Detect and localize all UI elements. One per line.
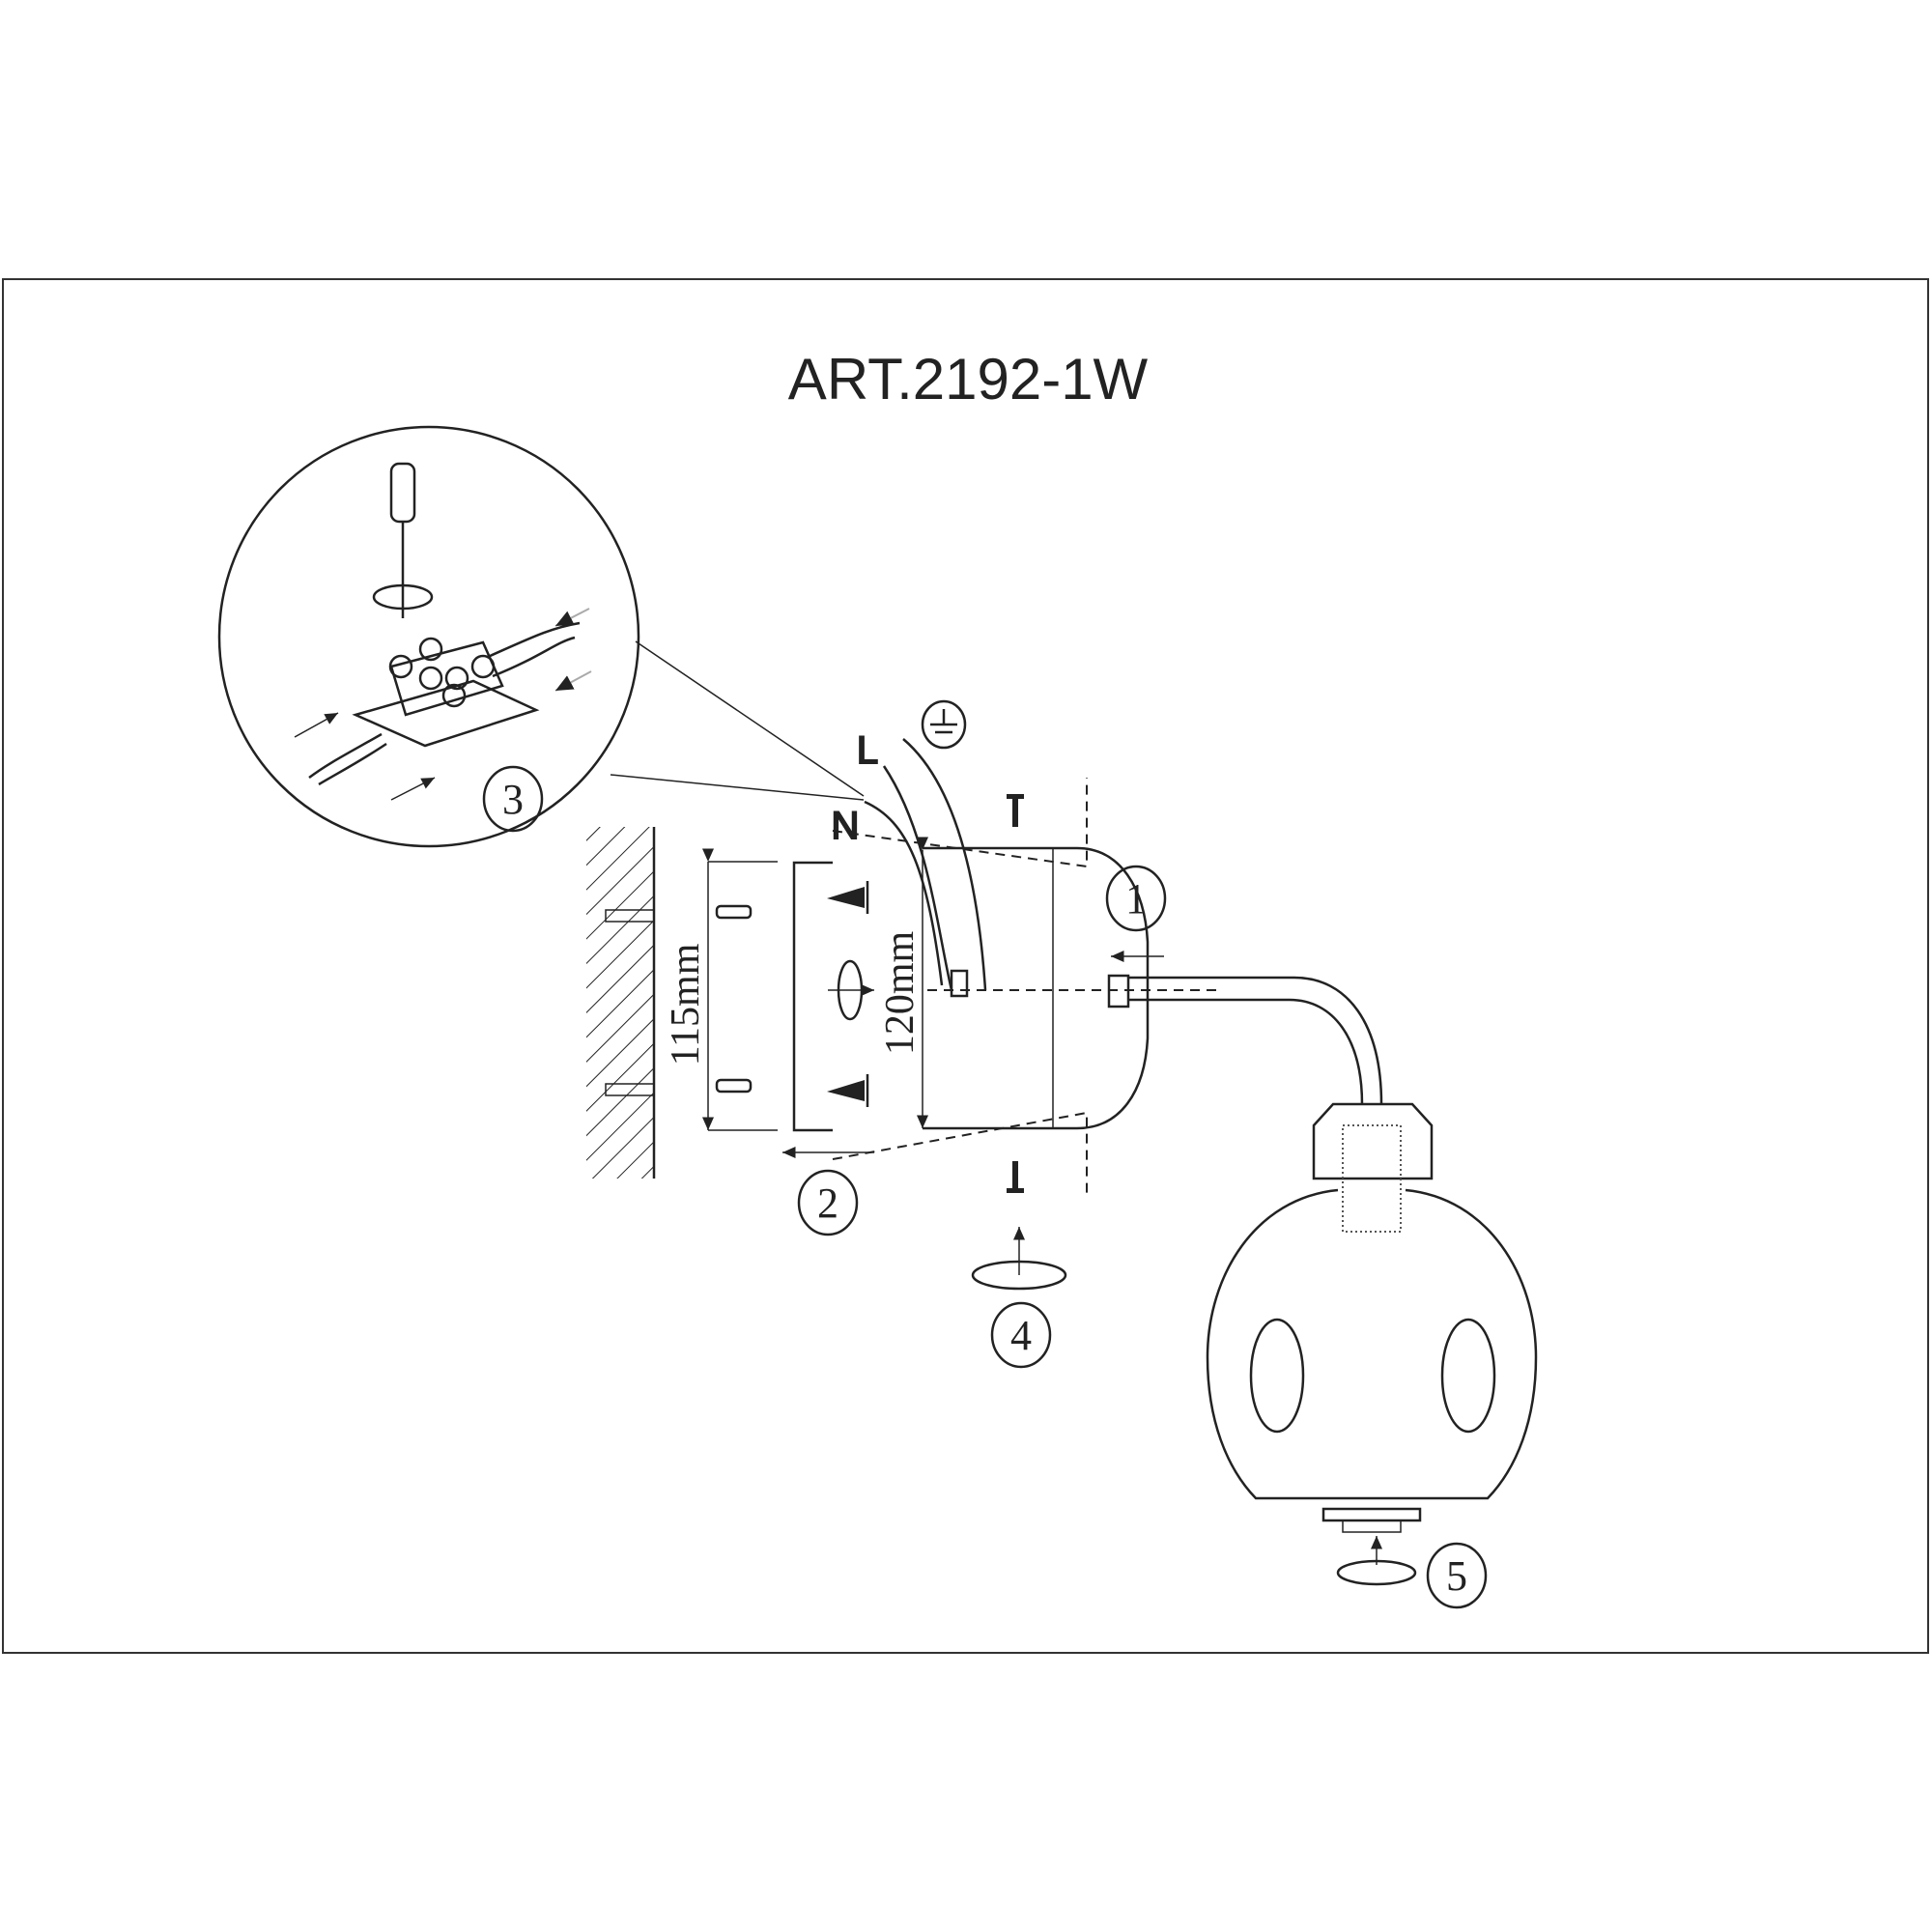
terminal-block xyxy=(352,637,540,748)
rotate-icon xyxy=(971,1260,1067,1291)
rotate-icon xyxy=(372,583,434,611)
shade-opening xyxy=(1249,1318,1305,1434)
screw-icon xyxy=(827,881,869,1107)
wall-plug-icon xyxy=(715,1078,753,1094)
screw-icon xyxy=(1007,794,1024,1193)
dimension-115mm: 115mm xyxy=(664,943,708,1065)
terminal-block-detail xyxy=(217,425,865,848)
rotate-icon xyxy=(1336,1559,1417,1586)
page-title: ART.2192-1W xyxy=(788,347,1149,412)
neutral-wire-label: N xyxy=(832,805,860,847)
finial xyxy=(1321,1507,1422,1522)
step-5-badge: 5 xyxy=(1426,1542,1488,1609)
shade-opening xyxy=(1440,1318,1496,1434)
step-1-badge: 1 xyxy=(1105,865,1167,932)
drawing-frame xyxy=(2,278,1929,1654)
screwdriver-icon xyxy=(389,462,416,618)
arm-nut xyxy=(1107,974,1130,1009)
live-wire-label: L xyxy=(857,729,878,772)
mounting-bracket xyxy=(792,861,833,1132)
step-4-badge: 4 xyxy=(990,1301,1052,1369)
svg-text:2: 2 xyxy=(817,1179,838,1227)
svg-text:4: 4 xyxy=(1010,1312,1032,1359)
lamp-arm xyxy=(1128,976,1383,1105)
wall-plug-icon xyxy=(715,904,753,920)
glass-shade xyxy=(1206,1188,1538,1500)
step-2-badge: 2 xyxy=(797,1169,859,1236)
wall xyxy=(586,827,656,1179)
svg-text:5: 5 xyxy=(1446,1552,1467,1600)
step-3-badge: 3 xyxy=(482,765,544,833)
lamp-holder xyxy=(1312,1102,1434,1180)
canopy xyxy=(923,846,1150,1130)
dimension-120mm: 120mm xyxy=(878,931,923,1056)
svg-text:1: 1 xyxy=(1125,875,1147,923)
ground-icon xyxy=(921,699,967,750)
svg-text:3: 3 xyxy=(502,776,524,823)
